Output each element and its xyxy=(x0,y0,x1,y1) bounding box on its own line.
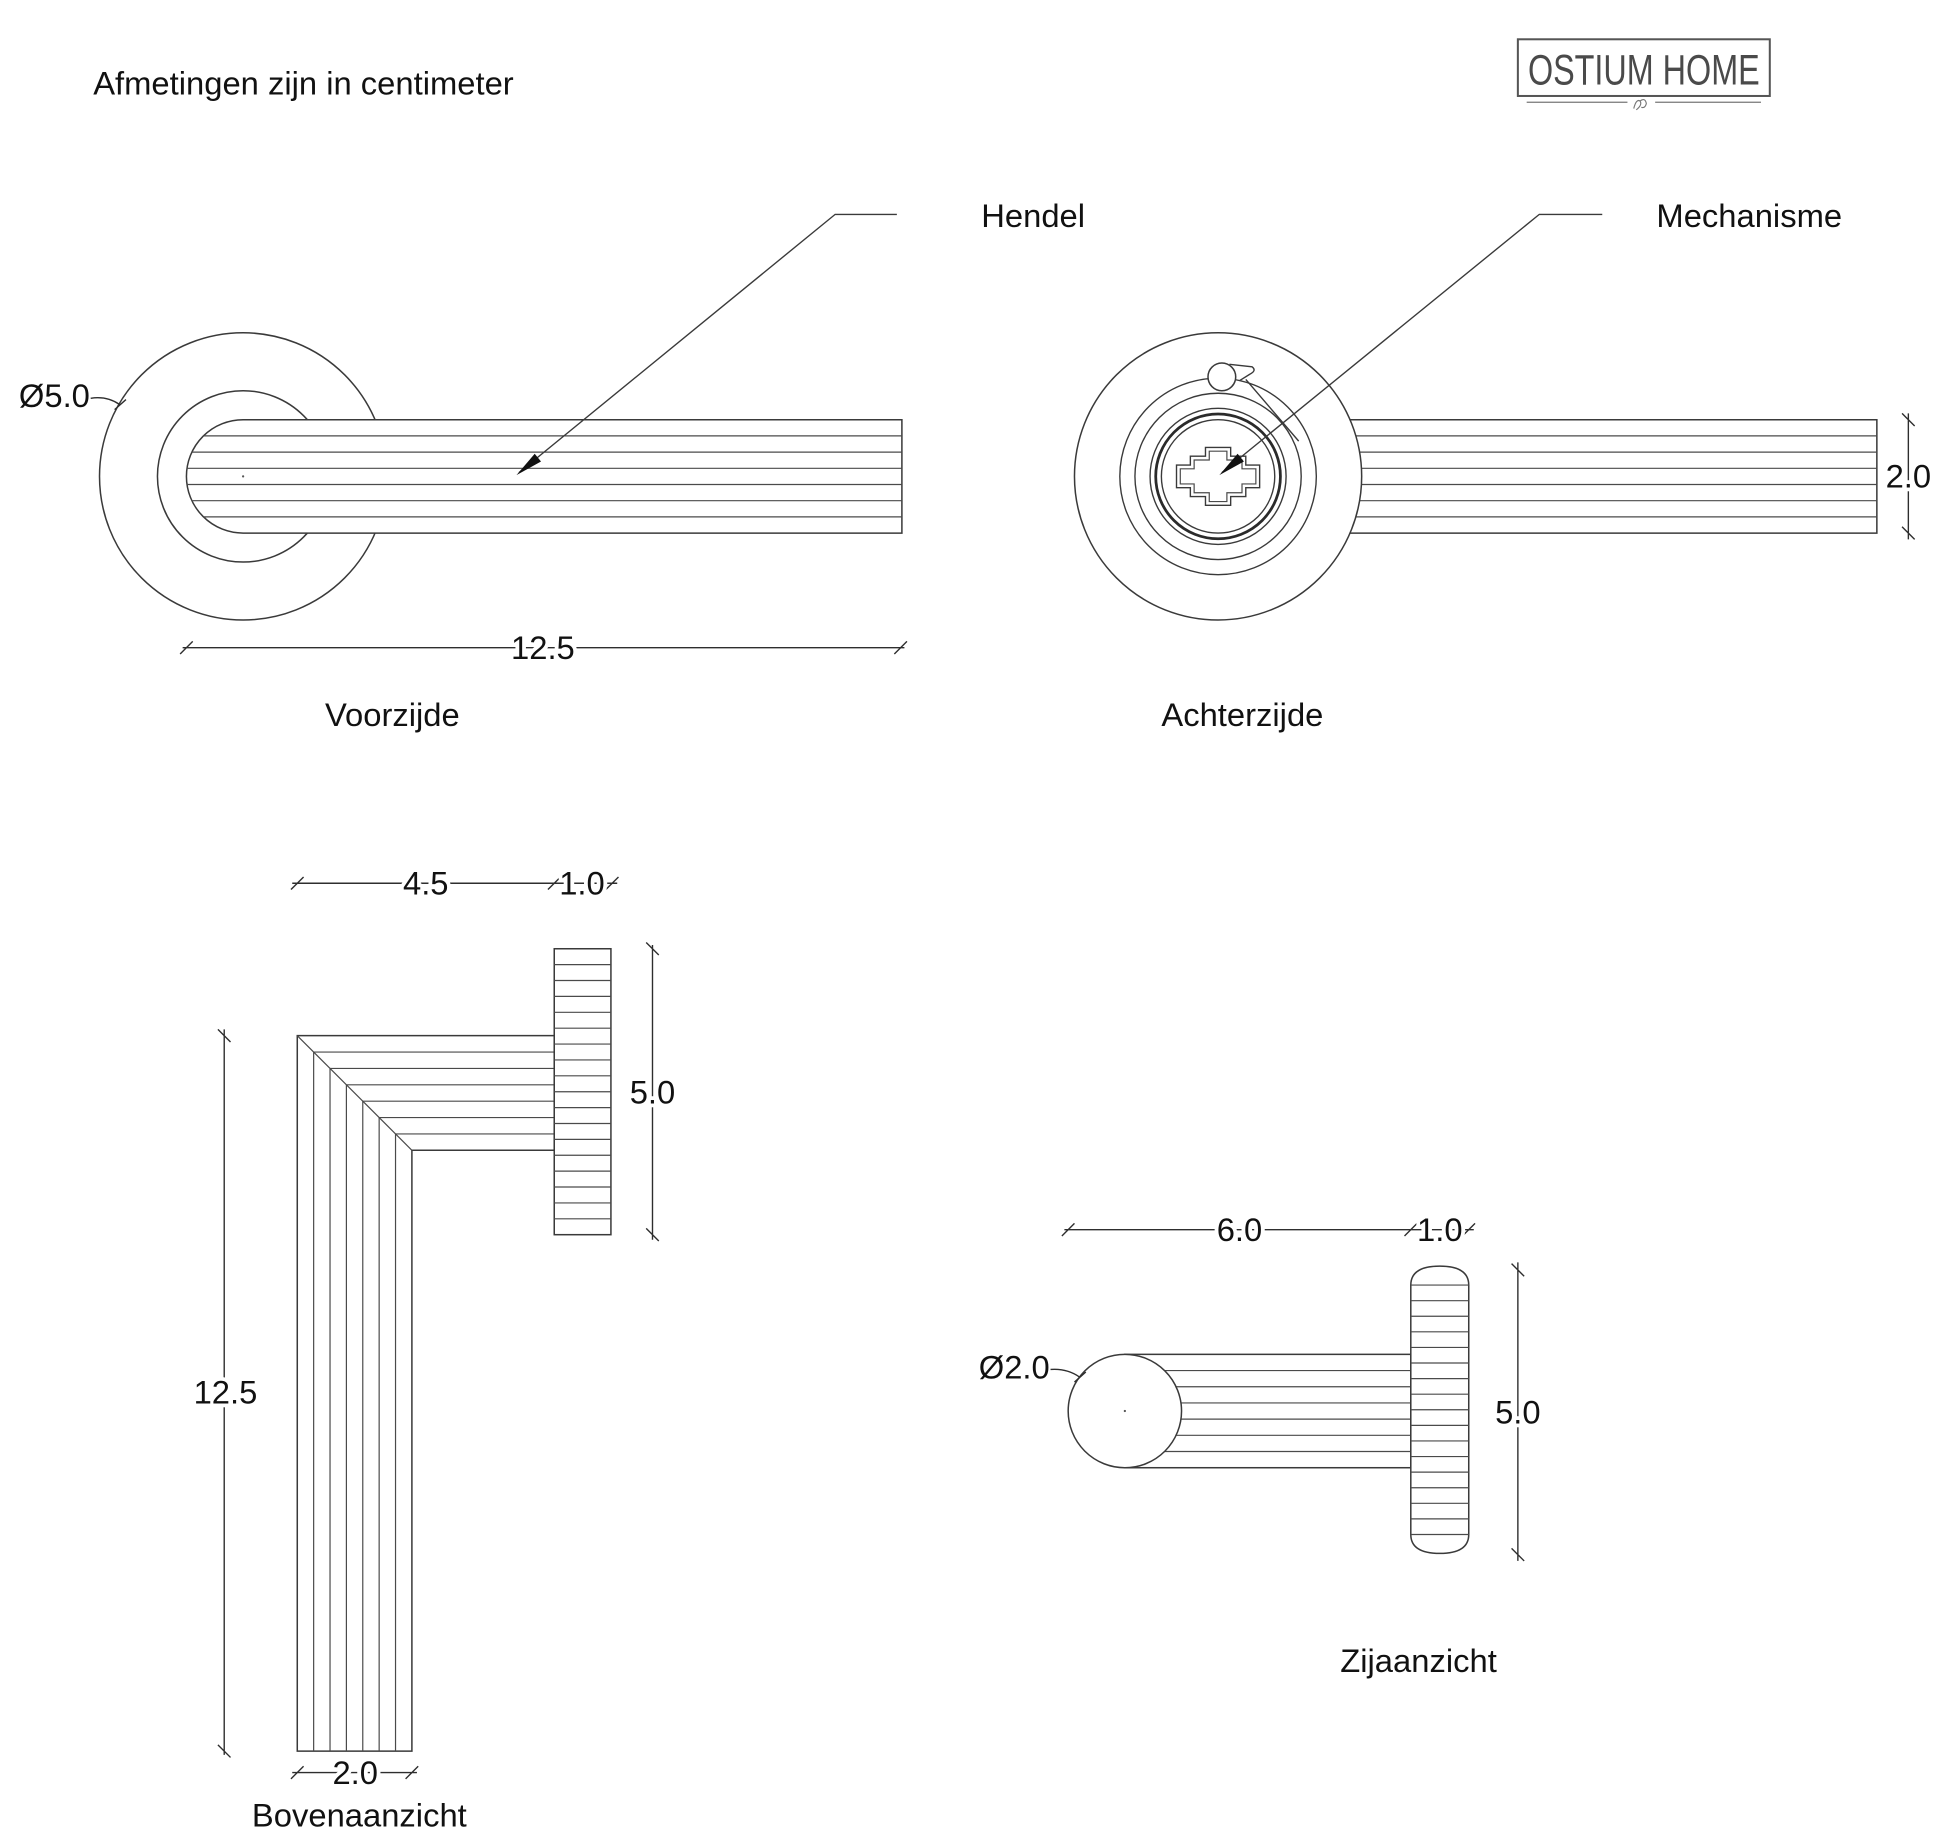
side-view-title: Zijaanzicht xyxy=(1340,1642,1497,1679)
mechanisme-arrowhead xyxy=(1219,453,1244,476)
spring-arm xyxy=(1229,363,1300,442)
spindle-hole-inner xyxy=(1179,450,1257,503)
lever-length-value: 12.5 xyxy=(194,1373,258,1410)
hendel-leader-line xyxy=(518,213,897,474)
rose-width-dimension-line xyxy=(645,941,660,1242)
rose-depth-value: 1.0 xyxy=(559,865,605,902)
mechanisme-label: Mechanisme xyxy=(1656,197,1842,234)
units-note: Afmetingen zijn in centimeter xyxy=(93,65,514,102)
spring-pin xyxy=(1207,362,1237,392)
mechanisme-leader-line xyxy=(1221,213,1603,474)
lever-height-dimension-line xyxy=(1901,412,1916,540)
logo-frame xyxy=(1516,38,1771,97)
rose-diameter-leader xyxy=(90,397,127,411)
hendel-arrowhead xyxy=(516,453,542,476)
top-view-title: Bovenaanzicht xyxy=(252,1797,467,1832)
mechanism-ring-2 xyxy=(1134,392,1302,561)
rose-center-dot xyxy=(241,475,245,478)
mechanism-ring-4 xyxy=(1154,412,1282,541)
lever-body xyxy=(185,418,903,534)
mechanism-ring-5 xyxy=(1160,419,1276,534)
front-view-title: Voorzijde xyxy=(325,696,460,733)
top-view: 4.5 1.0 5.0 12.5 2.0 Bovenaanzicht xyxy=(190,861,679,1832)
mechanism-ring-3 xyxy=(1149,407,1287,546)
rose-height-value: 5.0 xyxy=(1495,1394,1541,1431)
offset-dimension-line xyxy=(1061,1222,1476,1237)
offset-value: 4.5 xyxy=(403,865,449,902)
lever-diameter-leader xyxy=(1050,1368,1087,1383)
rose-width-value: 5.0 xyxy=(630,1074,676,1111)
lever-center-dot xyxy=(1123,1409,1126,1413)
back-view: Mechanisme 2.0 Achterzijde xyxy=(1073,197,1935,733)
lever-miter-line xyxy=(296,1035,413,1151)
rose-grooves xyxy=(1410,1284,1469,1536)
logo-wordmark: OSTIUM HOME xyxy=(1528,47,1760,95)
rose-depth-value: 1.0 xyxy=(1417,1211,1463,1248)
lever-length-dimension-line xyxy=(179,640,908,655)
rose-diameter-label: Ø5.0 xyxy=(19,377,90,414)
side-view: 6.0 1.0 Ø2.0 5.0 Zijaanzicht xyxy=(979,1207,1545,1679)
lever-width-value: 2.0 xyxy=(332,1754,378,1791)
lever-grooves xyxy=(187,435,902,518)
offset-value: 6.0 xyxy=(1217,1211,1263,1248)
rose-grooves xyxy=(554,964,611,1220)
logo-monogram-icon xyxy=(1633,99,1647,111)
lever-height-value: 2.0 xyxy=(1886,458,1932,495)
lever-diameter-label: Ø2.0 xyxy=(979,1348,1050,1385)
lever-length-dimension-line xyxy=(217,1028,232,1758)
rose-outer-circle xyxy=(1073,332,1363,621)
spindle-hole-outer xyxy=(1175,446,1261,507)
front-view: Hendel Ø5.0 12.5 Voorzijde xyxy=(19,197,1085,733)
hendel-label: Hendel xyxy=(981,197,1085,234)
lever-width-dimension-line xyxy=(290,1765,419,1780)
rose-height-dimension-line xyxy=(1511,1262,1525,1562)
lever-grooves xyxy=(1322,435,1877,518)
brand-logo: OSTIUM HOME xyxy=(1516,38,1771,111)
back-view-title: Achterzijde xyxy=(1161,696,1323,733)
offset-dimension-line xyxy=(290,876,619,891)
lever-grooves xyxy=(296,1035,555,1752)
lever-body xyxy=(1321,418,1878,534)
lever-length-value: 12.5 xyxy=(511,629,575,666)
